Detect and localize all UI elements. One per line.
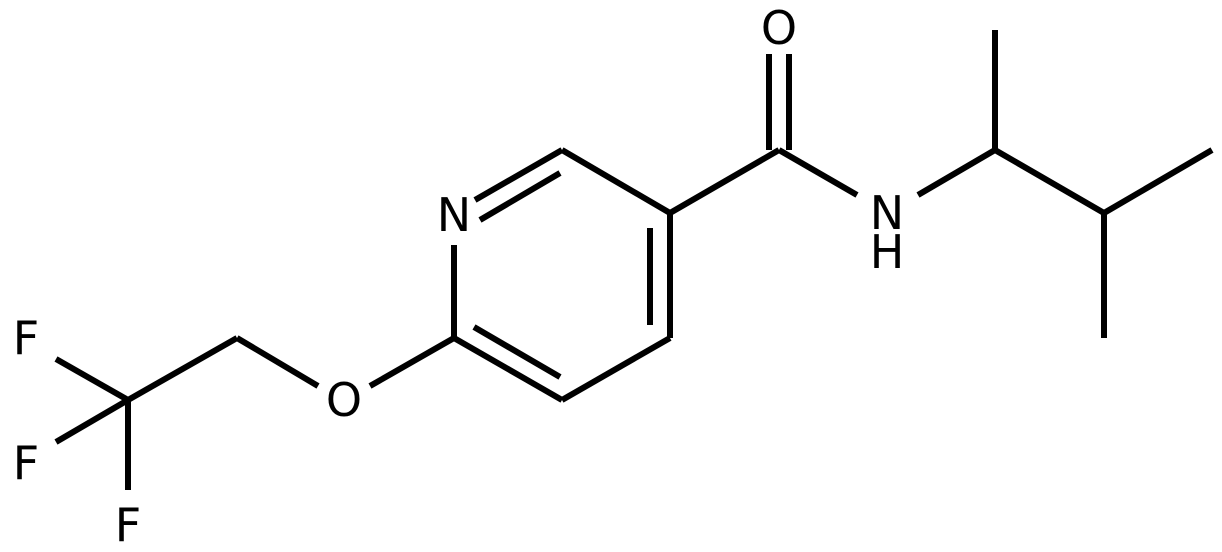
bond-cf3-f2 <box>54 397 130 445</box>
ring-nitrogen-label: N <box>437 188 471 242</box>
bond-ch-methyl-right <box>1102 147 1214 216</box>
amide-hydrogen-label: H <box>870 225 905 279</box>
amide-group <box>668 54 997 216</box>
fluorine-label-bottom: F <box>115 498 141 552</box>
bond-ch-ch <box>993 147 1106 216</box>
amide-nitrogen-label: N <box>870 186 904 240</box>
bond-c5-c6 <box>452 335 564 403</box>
bond-c5-c6-inner <box>472 324 562 380</box>
bond-n1-c2 <box>473 147 564 203</box>
pyridine-ring <box>451 147 673 403</box>
bond-n-ch <box>916 147 997 198</box>
trifluoroethoxy-group <box>54 335 456 490</box>
bond-cf3-f1 <box>54 356 130 403</box>
bond-c3-carbonyl <box>668 147 781 216</box>
fluorine-label-left: F <box>13 436 39 490</box>
fluorine-label-top: F <box>13 311 39 365</box>
bond-carbonyl-n <box>777 147 859 198</box>
bond-ch2-cf3 <box>126 335 239 403</box>
atom-labels: N O N H O F F F <box>13 1 905 552</box>
bond-c4-c5 <box>560 335 672 403</box>
bond-c6-o <box>368 335 456 389</box>
bond-o-ch2 <box>235 335 320 389</box>
carbonyl-oxygen-label: O <box>761 1 797 55</box>
ether-oxygen-label: O <box>326 373 362 427</box>
bond-n1-c2-inner <box>478 170 562 223</box>
bond-c2-c3 <box>560 147 672 216</box>
alkyl-chain <box>992 30 1214 338</box>
